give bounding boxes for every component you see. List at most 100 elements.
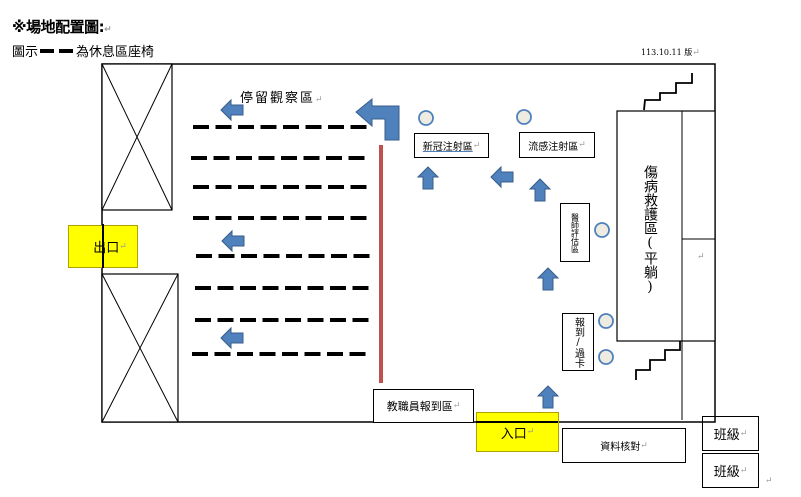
paragraph-mark: ↵ [315,95,325,105]
seat-dash [238,216,254,220]
seat-dash [192,352,208,356]
seat-dash [218,254,235,258]
covid-injection-zone: 新冠注射區↵ [414,133,489,158]
seat-dash [240,286,256,290]
seat-dash [258,156,275,160]
seat-dash [213,156,230,160]
station-circle-icon [594,222,610,238]
paragraph-mark: ↵ [697,252,705,262]
entrance-zone-text: 入口 [500,426,527,442]
class-1-text: 班級 [713,428,740,443]
seat-dash [305,125,322,129]
flow-arrows [220,97,560,409]
observation-zone-label: 停留觀察區↵ [240,87,325,106]
seat-dash [286,254,302,258]
flu-injection-text: 流感注射區 [528,141,579,153]
paragraph-mark: ↵ [739,428,748,439]
heading-prefix: ※ [12,18,27,36]
seat-rows [191,125,370,356]
paragraph-mark: ↵ [472,140,481,151]
station-circle-icon [598,349,614,365]
class-box-1: 班級↵ [702,416,759,451]
seat-dash [240,318,256,322]
legend-prefix: 圖示 [12,45,39,60]
seat-dash [330,318,346,322]
seat-dash [283,216,299,220]
seat-dash [331,254,347,258]
seat-dash [307,318,324,322]
blocked-area-bottom [101,273,179,423]
seat-dash [193,125,209,129]
seat-dash [217,286,234,290]
stairs-bottom-icon [635,341,681,380]
wall-line [102,224,104,268]
covid-injection-text: 新冠注射區 [422,142,473,153]
observation-zone-text: 停留觀察區 [240,91,316,106]
seat-dash [350,185,367,189]
seat-dash [283,125,299,129]
seat-dash [305,216,322,220]
heading-title: 場地配置圖: [26,18,105,36]
seat-dash [350,216,367,220]
seat-dash [260,125,277,129]
seat-legend-dash-icon [40,48,55,53]
first-aid-text: 傷病救護區(平躺) [642,165,658,295]
seat-dash [307,286,324,290]
paragraph-mark: ↵ [765,476,773,486]
arrow-up-icon [536,267,560,291]
paragraph-mark: ↵ [692,48,700,58]
seat-dash [352,286,369,290]
seat-dash [326,156,342,160]
paragraph-mark: ↵ [578,140,586,150]
station-circle-icon [516,109,532,125]
page-heading: ※場地配置圖:↵ [12,16,112,37]
seat-dash [327,352,343,356]
paragraph-mark: ↵ [640,440,648,451]
legend-suffix: 為休息區座椅 [76,45,155,60]
checkin-text: 報到/過卡 [572,316,584,368]
arrow-turn-left-icon [355,97,400,141]
arrow-left-icon [221,229,245,253]
stairs-top-icon [643,73,693,111]
seat-legend-dash-icon [59,48,74,53]
paragraph-mark: ↵ [104,25,112,35]
seat-dash [193,185,209,189]
class-2-text: 班級 [713,465,740,480]
seat-dash [215,216,232,220]
arrow-left-icon [220,326,244,350]
flu-injection-zone: 流感注射區↵ [519,132,595,158]
version-label: 113.10.11 版↵ [641,47,700,58]
seat-dash [328,185,344,189]
station-circle-icon [598,313,614,329]
doctor-assessment-zone: 醫師評估區 [560,203,590,262]
class-box-2: 班級↵ [702,453,759,488]
seat-dash [196,254,212,258]
seat-dash [281,156,297,160]
seat-dash [215,125,232,129]
checkin-zone: 報到/過卡 [562,313,594,371]
seat-dash [348,156,365,160]
arrow-left-icon [220,98,244,122]
station-circle-icon [418,110,434,126]
seat-dash [262,318,279,322]
seat-dash [330,286,346,290]
seat-dash [195,318,211,322]
data-check-text: 資料核對 [600,442,641,453]
version-text: 113.10.11 版 [641,48,693,57]
seat-dash [195,286,211,290]
legend: 圖示 為休息區座椅 [12,41,154,60]
paragraph-mark: ↵ [526,427,535,437]
seat-dash [259,352,276,356]
staff-checkin-zone: 教職員報到區↵ [373,389,474,423]
seat-dash [215,185,232,189]
seat-dash [282,352,298,356]
seat-dash [349,352,366,356]
blocked-area-top [101,63,173,211]
arrow-up-icon [416,166,440,190]
seat-dash [328,216,344,220]
paragraph-mark: ↵ [119,241,127,252]
first-aid-zone-label: 傷病救護區(平躺) [630,160,670,300]
station-circles [418,109,614,365]
staff-checkin-text: 教職員報到區 [386,400,453,413]
